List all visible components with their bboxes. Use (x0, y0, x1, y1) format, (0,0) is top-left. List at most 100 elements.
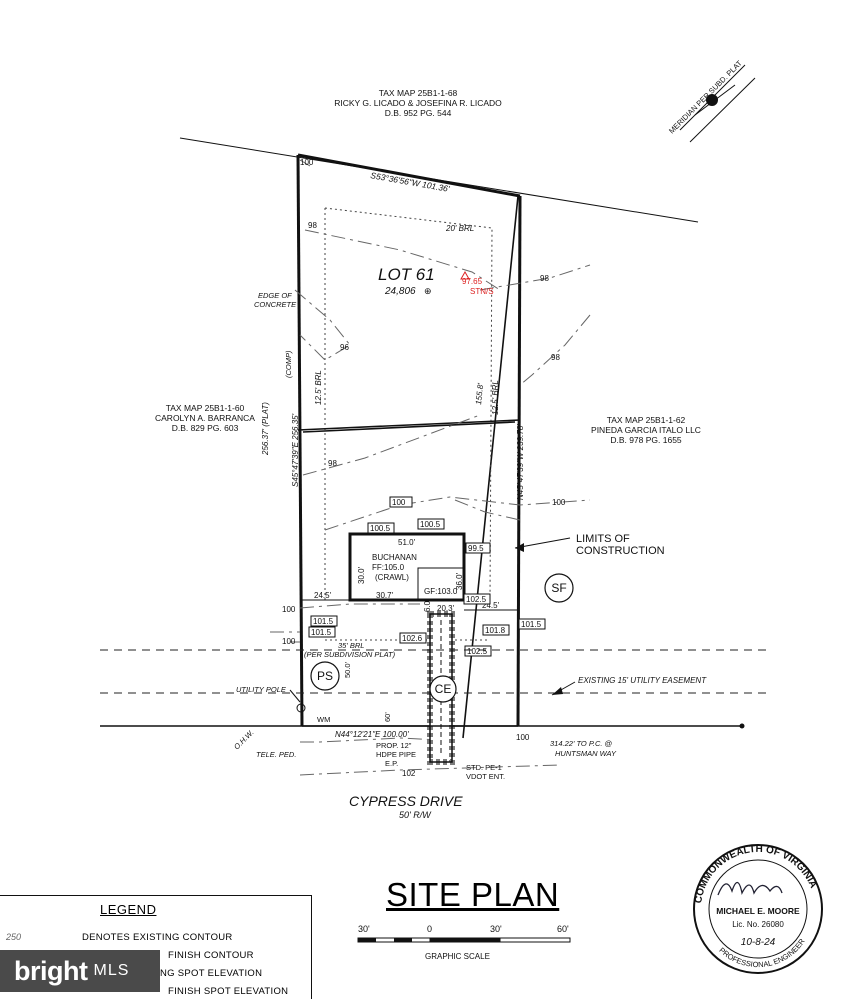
dim-20-3: 20.3' (437, 604, 455, 613)
road-title: CYPRESS DRIVE (349, 793, 463, 809)
utility-easement: EXISTING 15' UTILITY EASEMENT (100, 649, 770, 729)
setback: 30.7' (376, 591, 394, 600)
contour-label: 100 (282, 637, 296, 646)
building-restriction-lines: 20' BRL 12.5' BRL 12.5' BRL 35' BRL (PER… (304, 207, 500, 659)
badges: SF PS CE (310, 573, 574, 703)
scale-tick: 30' (490, 924, 502, 934)
neighbor-left-line1: TAX MAP 25B1-1-60 (166, 403, 245, 413)
pe-seal: COMMONWEALTH OF VIRGINIA PROFESSIONAL EN… (693, 844, 823, 974)
house-footprint: BUCHANAN FF:105.0 (CRAWL) GF:103.0 51.0'… (302, 532, 518, 613)
diag-length: 155.8' (474, 382, 485, 405)
north-arrow: MERIDIAN PER SUBD. PLAT (667, 58, 756, 143)
meridian-label: MERIDIAN PER SUBD. PLAT (667, 58, 744, 135)
road-name: CYPRESS DRIVE 50' R/W (349, 793, 463, 820)
neighbor-top-line3: D.B. 952 PG. 544 (385, 108, 452, 118)
seal-name: MICHAEL E. MOORE (716, 906, 800, 916)
seal-lic: Lic. No. 26080 (732, 920, 784, 929)
badge-ce: CE (435, 682, 452, 696)
brl-left: 12.5' BRL (314, 370, 323, 405)
dim-50: 50.0' (343, 661, 352, 678)
wm-label: WM (317, 715, 330, 724)
garage-depth: 36.0' (455, 572, 464, 590)
neighbor-left-line2: CAROLYN A. BARRANCA (155, 413, 255, 423)
limits-line2: CONSTRUCTION (576, 545, 665, 557)
spot-elevation-boxes: 100 100.5 100.5 99.5 102.5 101.5 101.5 1… (308, 496, 546, 657)
neighbor-left: TAX MAP 25B1-1-60 CAROLYN A. BARRANCA D.… (155, 403, 255, 433)
neighbor-right-line3: D.B. 978 PG. 1655 (610, 435, 682, 445)
bearing-left-plat: 256.37' (PLAT) (261, 402, 270, 456)
badge-sf: SF (551, 581, 566, 595)
std-line2: VDOT ENT. (466, 772, 505, 781)
edge-of-concrete: EDGE OF CONCRETE (COMP) (254, 291, 297, 378)
contour-label: 98 (308, 221, 317, 230)
graphic-scale: 30' 0 30' 60' GRAPHIC SCALE (357, 924, 571, 961)
road-rw: 50' R/W (399, 810, 432, 820)
spot-box: 101.5 (521, 620, 542, 629)
spot-box: 102.5 (467, 647, 488, 656)
bearing-top: S53°36'56"W 101.36' (370, 170, 451, 194)
neighbor-top-line1: TAX MAP 25B1-1-68 (379, 88, 458, 98)
utility-pole-label: UTILITY POLE (236, 685, 287, 694)
bearing-bottom: N44°12'21"E 100.00' (335, 730, 409, 739)
lot-area-unit: ⊕ (424, 286, 432, 296)
property-boundary: S53°36'56"W 101.36' S45°47'39"E 256.35' … (179, 137, 699, 739)
per-plat: (PER SUBDIVISION PLAT) (304, 650, 396, 659)
spot-box: 100 (392, 498, 406, 507)
contour-label: 102 (402, 769, 416, 778)
topc-line2: HUNTSMAN WAY (555, 749, 617, 758)
edge-label-2: CONCRETE (254, 300, 297, 309)
contour-label: 96 (340, 343, 349, 352)
contour-label: 100 (552, 498, 566, 507)
neighbor-top: TAX MAP 25B1-1-68 RICKY G. LICADO & JOSE… (334, 88, 502, 118)
legend-contour-symbol: 250 (6, 932, 22, 942)
topc-line1: 314.22' TO P.C. @ (550, 739, 613, 748)
spot-box: 100.5 (420, 520, 441, 529)
bright-mls-watermark: bright MLS (0, 950, 160, 992)
spot-box: 102.6 (402, 634, 423, 643)
spot-elev-label: STN/S (470, 287, 494, 296)
mls-suffix: MLS (93, 962, 130, 979)
spot-box: 101.8 (485, 626, 506, 635)
pipe-line1: PROP. 12" (376, 741, 412, 750)
ohw-label: O.H.W. (232, 728, 256, 752)
easement-label: EXISTING 15' UTILITY EASEMENT (578, 676, 707, 685)
scale-tick: 60' (557, 924, 569, 934)
neighbor-right-line1: TAX MAP 25B1-1-62 (607, 415, 686, 425)
bearing-right: N45°47'39"W 239.78' (516, 424, 525, 500)
house-depth: 30.0' (357, 566, 366, 584)
neighbor-right-line2: PINEDA GARCIA ITALO LLC (591, 425, 701, 435)
contour-label: 98 (551, 353, 560, 362)
legend-row-existing-contour: DENOTES EXISTING CONTOUR (82, 932, 233, 943)
legend-row-finish-contour: FINISH CONTOUR (168, 950, 254, 961)
badge-ps: PS (317, 669, 333, 683)
contour-label: 98 (540, 274, 549, 283)
scale-tick: 0 (427, 924, 432, 934)
spot-elev-value: 97.65 (462, 277, 483, 286)
scale-label: GRAPHIC SCALE (425, 952, 490, 961)
contour-label: 100 (516, 733, 530, 742)
legend-title: LEGEND (100, 902, 157, 917)
house-width: 51.0' (398, 538, 416, 547)
neighbor-top-line2: RICKY G. LICADO & JOSEFINA R. LICADO (334, 98, 502, 108)
pipe-line2: HDPE PIPE (376, 750, 416, 759)
dim-60: 60' (383, 712, 392, 722)
side-right: 24.5' (482, 601, 500, 610)
contour-label: 98 (328, 459, 337, 468)
legend-row-spot-elevation: NG SPOT ELEVATION (160, 968, 263, 979)
house-gf: GF:103.0 (424, 587, 458, 596)
std-line1: STD. PE-1 (466, 763, 502, 772)
neighbor-right: TAX MAP 25B1-1-62 PINEDA GARCIA ITALO LL… (591, 415, 701, 445)
lot-name: LOT 61 (378, 265, 435, 284)
spot-box: 99.5 (468, 544, 484, 553)
bright-brand: bright (14, 955, 88, 986)
tele-ped-label: TELE. PED. (256, 750, 296, 759)
brl-top: 20' BRL (445, 224, 474, 233)
lot-area: 24,806 (384, 286, 416, 297)
brl-front: 35' BRL (338, 641, 364, 650)
bearing-left: S45°47'39"E 256.35' (291, 413, 300, 487)
neighbor-left-line3: D.B. 829 PG. 603 (172, 423, 239, 433)
spot-box: 101.5 (311, 628, 332, 637)
side-left: 24.5' (314, 591, 332, 600)
lot-label: LOT 61 24,806 ⊕ 97.65 STN/S (378, 265, 494, 297)
legend-row-finish-spot: FINISH SPOT ELEVATION (168, 986, 289, 997)
